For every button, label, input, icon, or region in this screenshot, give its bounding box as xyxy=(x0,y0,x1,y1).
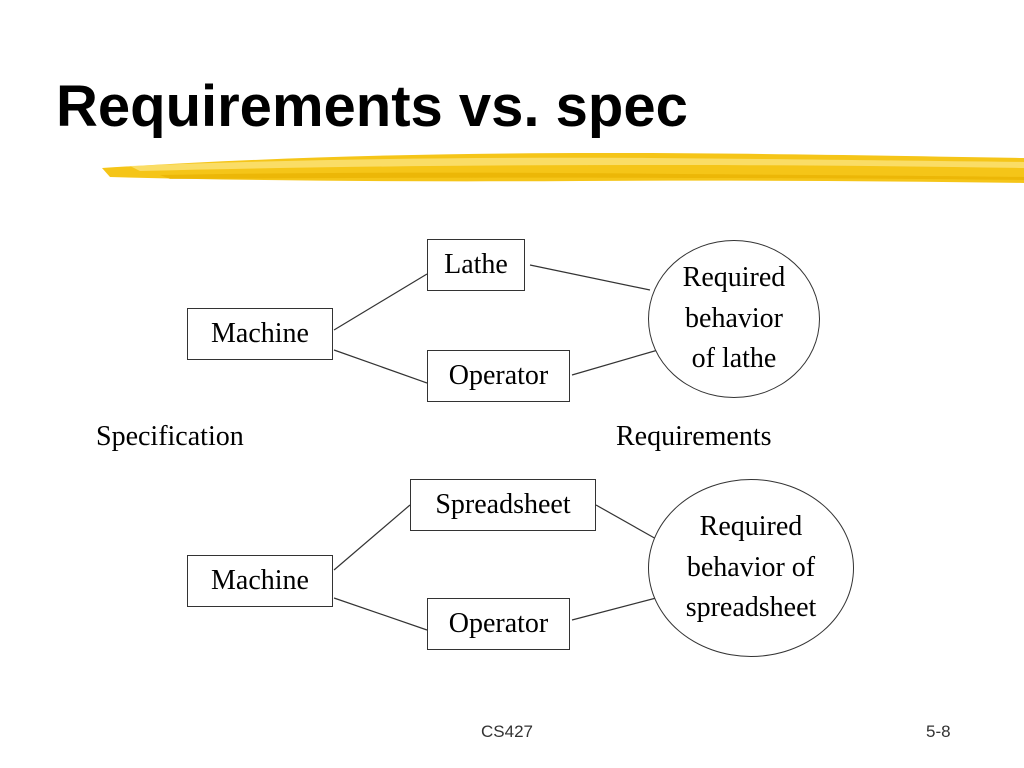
bubble-bottom-line-3: spreadsheet xyxy=(685,592,817,624)
operator-label-top: Operator xyxy=(448,360,549,391)
bubble-top-line-2: behavior xyxy=(685,302,783,334)
footer-page-number: 5-8 xyxy=(926,722,951,741)
operator-label-bottom: Operator xyxy=(448,608,549,639)
slide-title: Requirements vs. spec xyxy=(56,74,688,139)
machine-box-bottom: Machine xyxy=(187,555,333,607)
bubble-top-line-3: of lathe xyxy=(691,343,777,375)
spreadsheet-label: Spreadsheet xyxy=(435,489,571,520)
title-underline-brushstroke xyxy=(102,153,1024,183)
machine-label-bottom: Machine xyxy=(211,565,309,596)
specification-label: Specification xyxy=(96,421,244,452)
spreadsheet-box: Spreadsheet xyxy=(410,479,596,531)
footer-course: CS427 xyxy=(481,722,533,741)
machine-label-top: Machine xyxy=(211,318,309,349)
required-behavior-lathe-ellipse: Required behavior of lathe xyxy=(648,240,820,398)
lathe-label: Lathe xyxy=(444,249,508,280)
bubble-bottom-line-2: behavior of xyxy=(686,551,816,583)
bubble-top-line-1: Required xyxy=(682,262,786,294)
bubble-bottom-line-1: Required xyxy=(699,511,803,543)
lathe-box: Lathe xyxy=(427,239,525,291)
requirements-label: Requirements xyxy=(616,421,772,452)
operator-box-bottom: Operator xyxy=(427,598,570,650)
required-behavior-spreadsheet-ellipse: Required behavior of spreadsheet xyxy=(648,479,854,657)
operator-box-top: Operator xyxy=(427,350,570,402)
machine-box-top: Machine xyxy=(187,308,333,360)
